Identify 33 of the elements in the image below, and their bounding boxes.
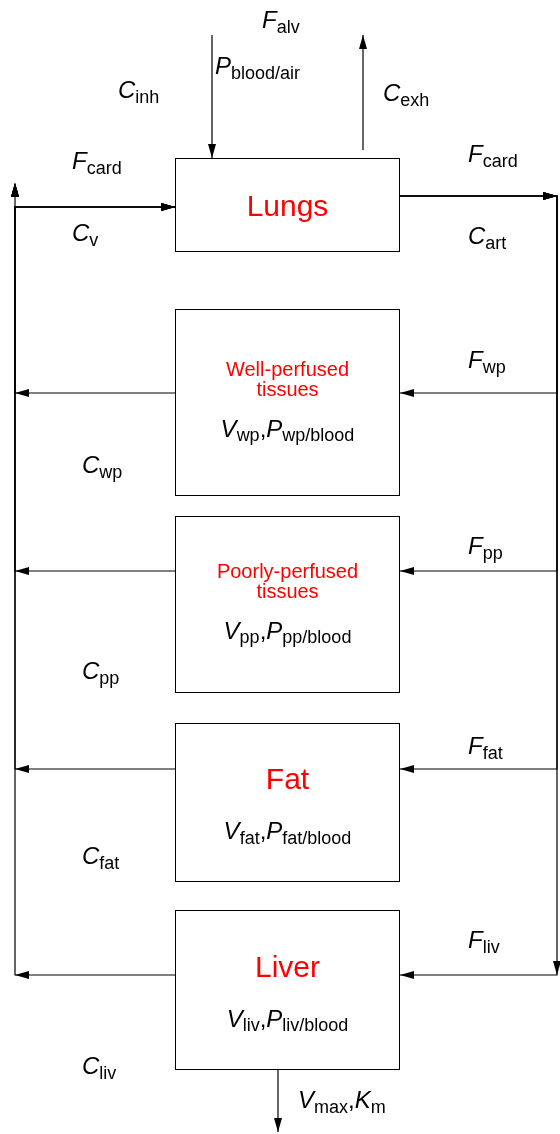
compartment-box — [175, 723, 400, 882]
variable-label: F$_{alv}$ — [262, 5, 300, 38]
arrow — [11, 183, 176, 979]
variable-label: P$_{blood/air}$ — [215, 51, 301, 84]
arrow — [359, 34, 367, 151]
variable-label: F$_{wp}$ — [468, 345, 506, 378]
compartment-box — [175, 158, 400, 252]
variable-label: F$_{card}$ — [468, 139, 518, 172]
parameter-text: V$_{liv}$,P$_{liv/blood}$ — [226, 1003, 349, 1037]
variable-label: C$_{fat}$ — [82, 841, 120, 874]
compartment-box — [175, 309, 400, 496]
parameter-text: V$_{pp}$,P$_{pp/blood}$ — [223, 615, 352, 649]
compartment-name: Lungs — [246, 187, 329, 224]
compartment-box — [175, 516, 400, 693]
variable-label: C$_{liv}$ — [82, 1051, 117, 1084]
compartment-box — [175, 910, 400, 1070]
compartment-name: Well-perfused tissues — [225, 358, 350, 399]
arrow — [274, 1069, 282, 1133]
variable-label: C$_{pp}$ — [82, 656, 120, 689]
variable-label: C$_{art}$ — [468, 221, 507, 254]
compartment-name: Poorly-perfused tissues — [215, 560, 360, 601]
parameter-text: V$_{wp}$,P$_{wp/blood}$ — [220, 413, 355, 447]
variable-label: F$_{card}$ — [72, 146, 122, 179]
variable-label: C$_{v}$ — [72, 218, 99, 251]
variable-label: F$_{liv}$ — [468, 925, 500, 958]
compartment-name: Liver — [255, 948, 320, 985]
compartment-name: Fat — [265, 761, 310, 797]
variable-label: C$_{wp}$ — [82, 450, 123, 483]
variable-label: F$_{fat}$ — [468, 731, 503, 764]
variable-label: F$_{pp}$ — [468, 531, 503, 564]
arrow — [208, 34, 216, 159]
parameter-text: V$_{fat}$,P$_{fat/blood}$ — [223, 816, 352, 849]
arrow — [399, 192, 560, 979]
